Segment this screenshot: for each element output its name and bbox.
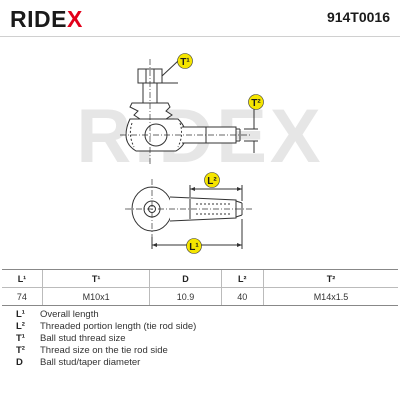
legend-desc: Overall length — [40, 309, 99, 320]
l1-badge — [186, 238, 202, 254]
value-t1: M10x1 — [41, 287, 150, 306]
l1-arrow-left — [152, 243, 157, 247]
legend-key: T² — [16, 345, 25, 356]
legend-key: L¹ — [16, 309, 25, 320]
header-t2: T² — [262, 269, 398, 288]
logo-accent: X — [66, 6, 83, 32]
t2-badge — [248, 94, 264, 110]
value-l2: 40 — [220, 287, 264, 306]
header: RIDEX 914T0016 — [0, 0, 400, 36]
spec-table: L¹ T¹ D L² T² 74 M10x1 10.9 40 M14x1.5 — [2, 269, 398, 306]
legend-item: D Ball stud/taper diameter — [16, 357, 196, 369]
l2-label: L² — [207, 176, 217, 187]
part-number: 914T0016 — [326, 9, 390, 25]
header-l1: L¹ — [2, 269, 43, 288]
t1-label: T¹ — [180, 57, 190, 68]
legend-key: L² — [16, 321, 25, 332]
header-d: D — [149, 269, 222, 288]
legend-desc: Ball stud thread size — [40, 333, 126, 344]
legend-desc: Threaded portion length (tie rod side) — [40, 321, 197, 332]
technical-drawing: RIDEX T¹ T² — [76, 53, 321, 254]
legend-item: T² Thread size on the tie rod side — [16, 345, 196, 357]
value-t2: M14x1.5 — [262, 287, 398, 306]
legend-key: T¹ — [16, 333, 25, 344]
legend: L¹ Overall length L² Threaded portion leng… — [16, 309, 196, 369]
header-l2: L² — [220, 269, 264, 288]
header-t1: T¹ — [41, 269, 150, 288]
l1-label: L¹ — [189, 242, 199, 253]
l2-badge — [204, 172, 220, 188]
l1-arrow-right — [237, 243, 242, 247]
legend-desc: Ball stud/taper diameter — [40, 357, 141, 368]
logo-text: RIDE — [10, 6, 67, 32]
value-l1: 74 — [2, 287, 43, 306]
header-divider — [0, 36, 400, 37]
legend-key: D — [16, 357, 23, 368]
top-view — [125, 179, 252, 249]
legend-item: T¹ Ball stud thread size — [16, 333, 196, 345]
spec-header-row: L¹ T¹ D L² T² — [2, 269, 398, 288]
t2-label: T² — [251, 98, 261, 109]
legend-item: L² Threaded portion length (tie rod side) — [16, 321, 196, 333]
side-view — [120, 59, 258, 165]
legend-desc: Thread size on the tie rod side — [40, 345, 168, 356]
value-d: 10.9 — [149, 287, 222, 306]
legend-item: L¹ Overall length — [16, 309, 196, 321]
l2-arrow-left — [190, 187, 195, 191]
t1-badge — [177, 53, 193, 69]
brand-logo: RIDEX — [10, 6, 83, 33]
l2-arrow-right — [237, 187, 242, 191]
spec-value-row: 74 M10x1 10.9 40 M14x1.5 — [2, 287, 398, 306]
